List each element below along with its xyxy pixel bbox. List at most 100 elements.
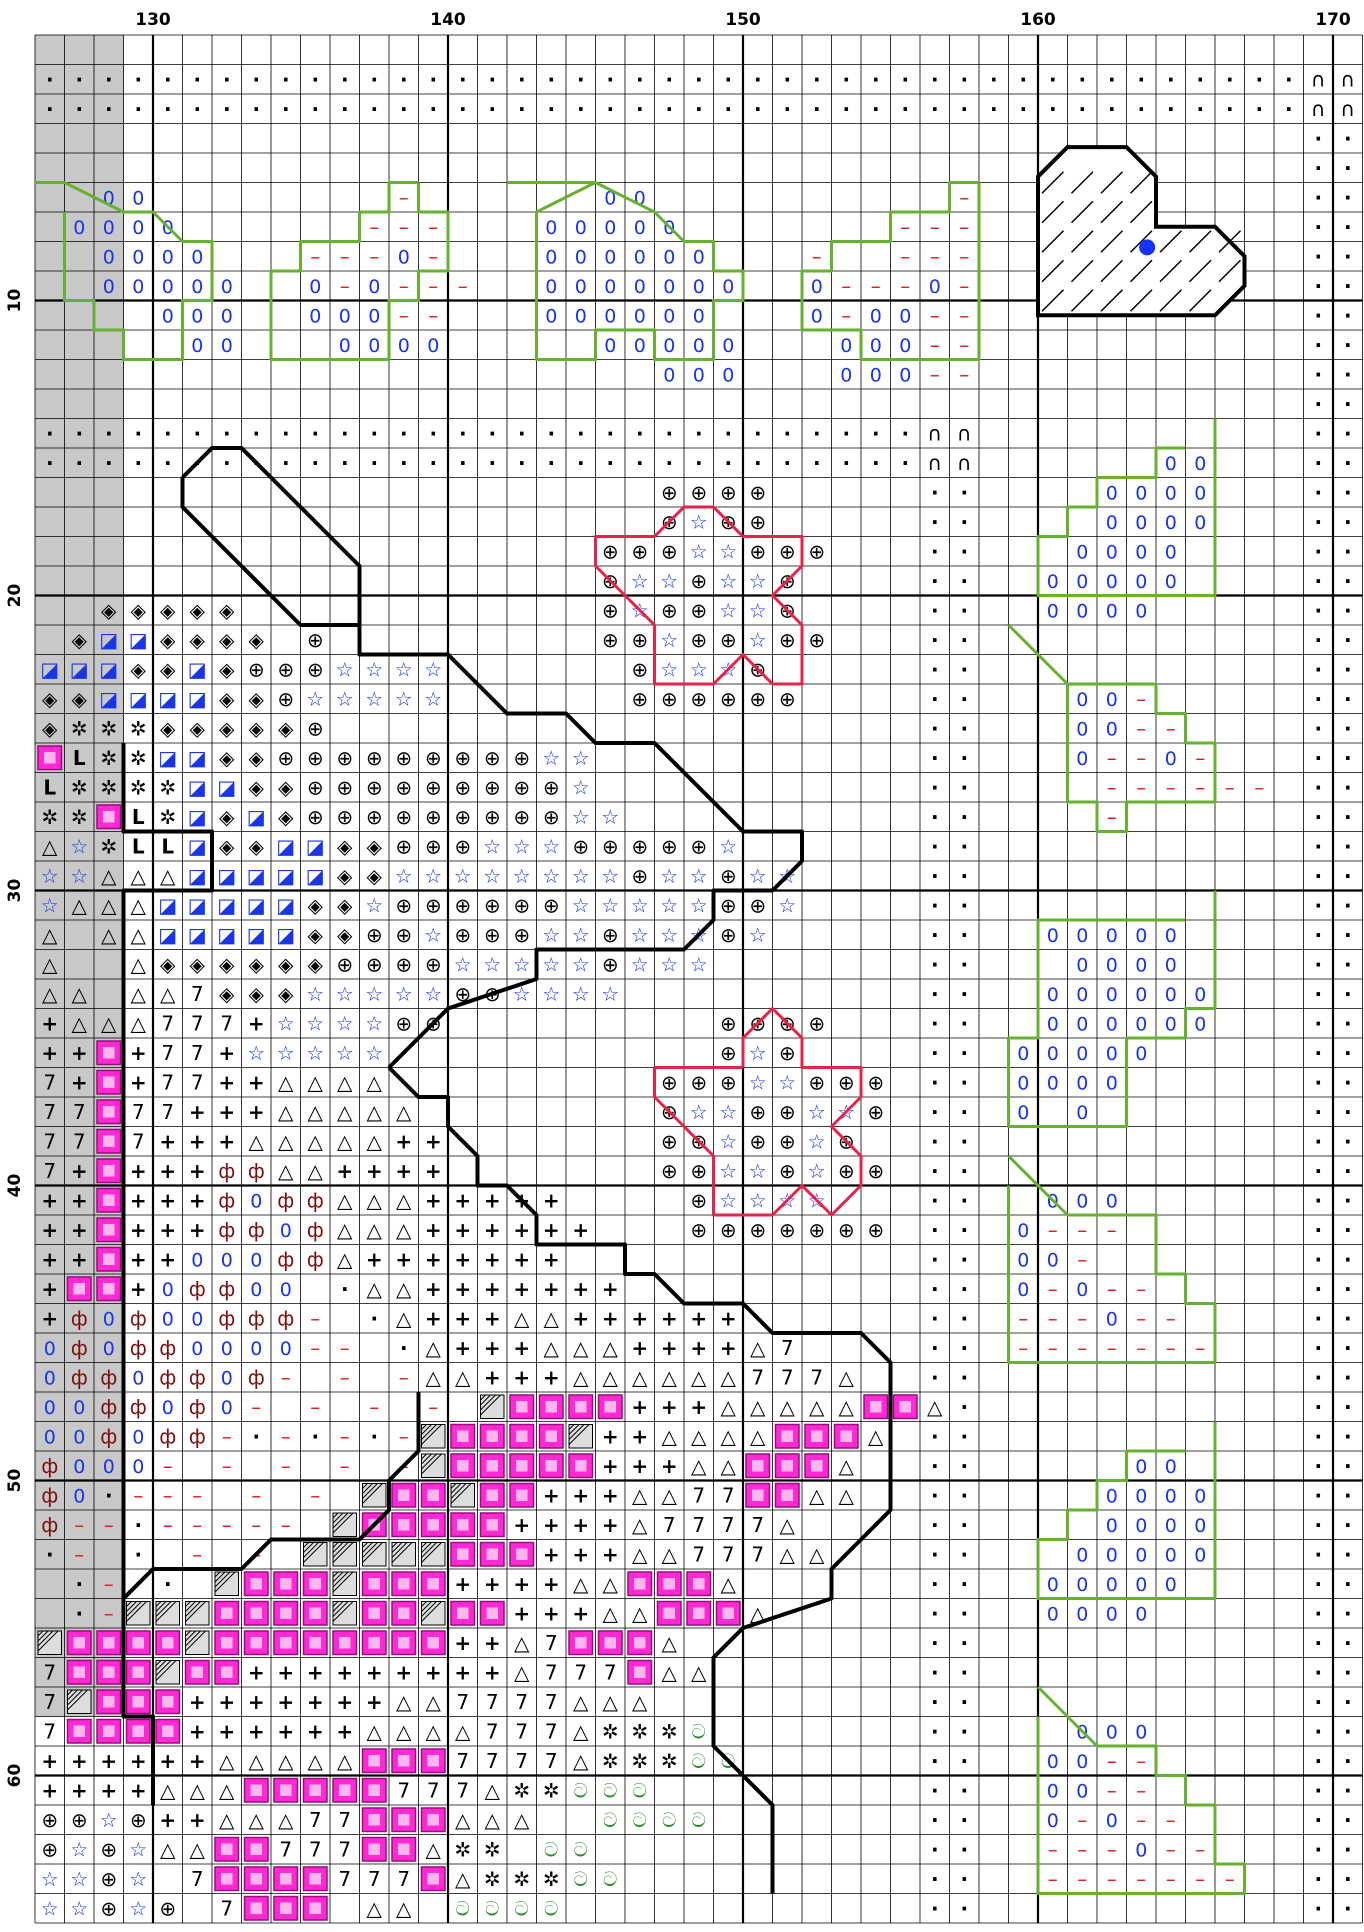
- cross-circle-mark: ⊕: [690, 834, 707, 858]
- dot-mark: ·: [1344, 1896, 1352, 1920]
- dot-mark: ·: [931, 1336, 939, 1360]
- dash-mark: –: [959, 362, 969, 386]
- gear-mark: ✲: [543, 1778, 560, 1802]
- pink-square-inner: [634, 1578, 646, 1590]
- plus-mark: +: [41, 1778, 58, 1802]
- star-mark: ☆: [336, 982, 354, 1006]
- dot-mark: ·: [1344, 480, 1352, 504]
- dot-mark: ·: [931, 1188, 939, 1212]
- diamond-mark: ◈: [131, 598, 147, 622]
- star-mark: ☆: [395, 864, 413, 888]
- cross-circle-mark: ⊕: [690, 687, 707, 711]
- pink-square-inner: [723, 1608, 735, 1620]
- dot-mark: ·: [1314, 716, 1322, 740]
- dot-mark: ·: [1049, 67, 1057, 91]
- star-mark: ☆: [41, 1867, 59, 1891]
- dot-mark: ·: [1314, 1778, 1322, 1802]
- dot-mark: ·: [1344, 1188, 1352, 1212]
- cross-circle-mark: ⊕: [720, 480, 737, 504]
- oval-mark: 0: [132, 1367, 144, 1389]
- pink-square-inner: [752, 1460, 764, 1472]
- plus-mark: +: [690, 1306, 707, 1330]
- plus-mark: +: [484, 1277, 501, 1301]
- oval-mark: 0: [1106, 1721, 1118, 1743]
- diamond-mark: ◈: [101, 598, 117, 622]
- seven-mark: 7: [456, 1778, 469, 1802]
- dash-mark: –: [74, 1542, 84, 1566]
- plus-mark: +: [513, 1218, 530, 1242]
- dot-mark: ·: [695, 451, 703, 475]
- cross-circle-mark: ⊕: [690, 598, 707, 622]
- hatch-mark: [304, 1543, 328, 1567]
- triangle-mark: △: [278, 1749, 294, 1773]
- dot-mark: ·: [1314, 923, 1322, 947]
- oval-mark: 0: [1047, 1013, 1059, 1035]
- star-mark: ☆: [749, 923, 767, 947]
- triangle-mark: △: [455, 1719, 471, 1743]
- dash-mark: –: [310, 1395, 320, 1419]
- gear-mark: ✲: [513, 1867, 530, 1891]
- square-slash-mark: ◪: [188, 746, 207, 770]
- cross-circle-mark: ⊕: [602, 834, 619, 858]
- cross-circle-mark: ⊕: [779, 1159, 796, 1183]
- dot-mark: ·: [1344, 598, 1352, 622]
- dot-mark: ·: [1285, 67, 1293, 91]
- gear-mark: ✲: [602, 1719, 619, 1743]
- pink-square-inner: [251, 1637, 263, 1649]
- dot-mark: ·: [931, 657, 939, 681]
- pink-square-inner: [133, 1637, 145, 1649]
- plus-mark: +: [307, 1719, 324, 1743]
- pink-square-inner: [487, 1460, 499, 1472]
- dot-mark: ·: [931, 1100, 939, 1124]
- cross-circle-mark: ⊕: [661, 1070, 678, 1094]
- dot-mark: ·: [1344, 1837, 1352, 1861]
- cross-circle-mark: ⊕: [454, 923, 471, 947]
- cross-circle-mark: ⊕: [602, 539, 619, 563]
- oval-mark: 0: [840, 364, 852, 386]
- seven-mark: 7: [427, 1778, 440, 1802]
- star-mark: ☆: [454, 864, 472, 888]
- oval-mark: 0: [1076, 925, 1088, 947]
- pink-square-inner: [103, 1165, 115, 1177]
- oval-mark: 0: [1165, 748, 1177, 770]
- pink-square-inner: [428, 1755, 440, 1767]
- square-slash-mark: ◪: [70, 657, 89, 681]
- dot-mark: ·: [960, 746, 968, 770]
- oval-mark: 0: [722, 335, 734, 357]
- oval-mark: 0: [575, 217, 587, 239]
- dot-mark: ·: [990, 97, 998, 121]
- plus-mark: +: [130, 1218, 147, 1242]
- star-mark: ☆: [306, 982, 324, 1006]
- cross-circle-mark: ⊕: [720, 1011, 737, 1035]
- dot-mark: ·: [1344, 539, 1352, 563]
- dot-mark: ·: [1314, 303, 1322, 327]
- oval-mark: 0: [1165, 1485, 1177, 1507]
- phi-mark: ф: [248, 1365, 265, 1389]
- oval-mark: 0: [73, 1426, 85, 1448]
- oval-mark: 0: [132, 217, 144, 239]
- dot-mark: ·: [960, 1454, 968, 1478]
- triangle-mark: △: [426, 1719, 442, 1743]
- dot-mark: ·: [636, 67, 644, 91]
- pink-square-inner: [575, 1637, 587, 1649]
- dot-mark: ·: [1314, 1896, 1322, 1920]
- star-mark: ☆: [542, 746, 560, 770]
- dot-mark: ·: [46, 451, 54, 475]
- dot-mark: ·: [960, 1247, 968, 1271]
- diamond-mark: ◈: [219, 982, 235, 1006]
- plus-mark: +: [425, 1247, 442, 1271]
- star-mark: ☆: [719, 1159, 737, 1183]
- plus-mark: +: [336, 1660, 353, 1684]
- cross-circle-mark: ⊕: [307, 746, 324, 770]
- cross-circle-mark: ⊕: [277, 687, 294, 711]
- plus-mark: +: [100, 1749, 117, 1773]
- oval-mark: 0: [103, 276, 115, 298]
- oval-mark: 0: [604, 276, 616, 298]
- cross-circle-mark: ⊕: [661, 1129, 678, 1153]
- seven-mark: 7: [545, 1660, 558, 1684]
- oval-mark: 0: [693, 335, 705, 357]
- triangle-mark: △: [367, 1719, 383, 1743]
- phi-mark: ф: [41, 1513, 58, 1537]
- star-mark: ☆: [808, 1100, 826, 1124]
- triangle-mark: △: [632, 1513, 648, 1537]
